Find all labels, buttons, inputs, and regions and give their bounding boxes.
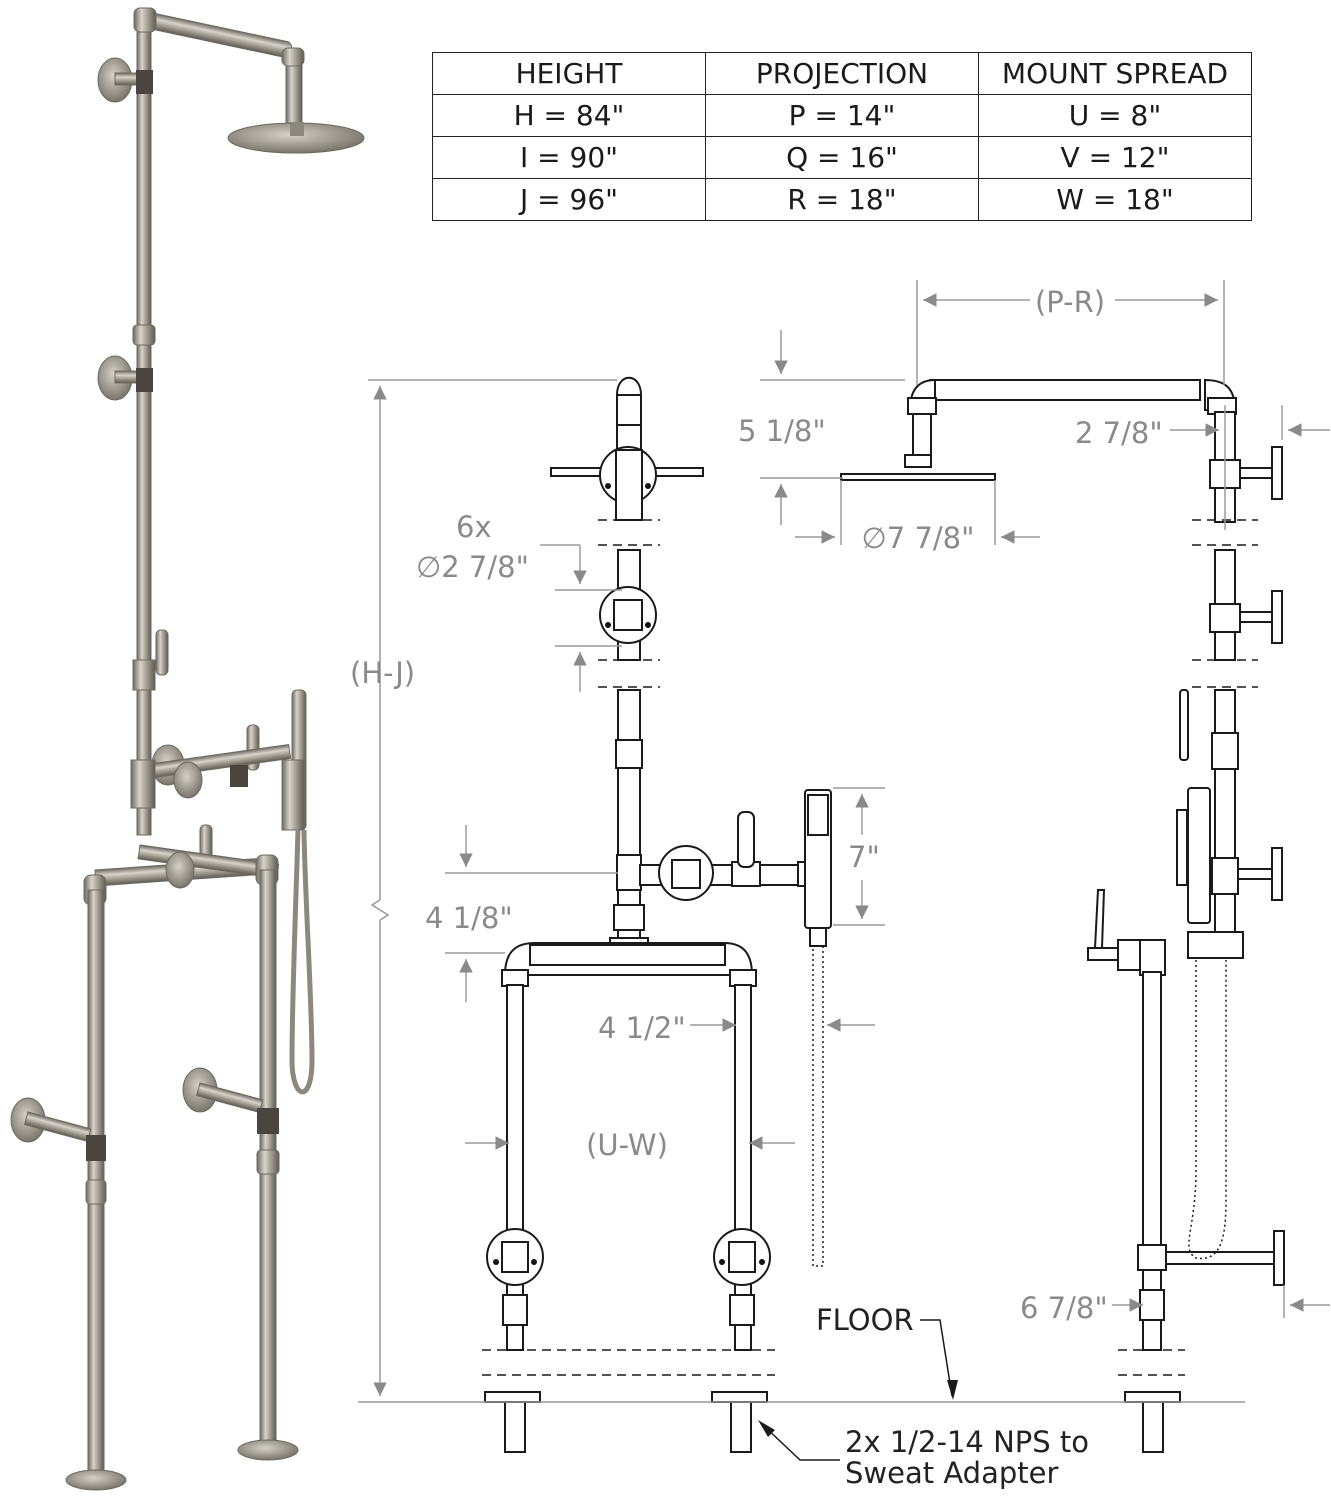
height-dimension: (H-J) [350, 656, 415, 690]
table-cell: W = 18" [978, 178, 1252, 221]
mount-spread-dimension: (U-W) [586, 1128, 668, 1162]
handheld-dimension: 7" [848, 840, 880, 874]
tee-offset-dimension: 4 1/8" [425, 901, 513, 935]
leg-offset-dimension: 4 1/2" [598, 1011, 686, 1045]
table-header-row: HEIGHT PROJECTION MOUNT SPREAD [432, 52, 1252, 95]
floor-label: FLOOR [816, 1303, 914, 1337]
table-cell: V = 12" [978, 136, 1252, 179]
flange-diameter-dimension: ∅2 7/8" [416, 550, 529, 584]
table-cell: I = 90" [432, 136, 706, 179]
flange-offset-bottom-dimension: 6 7/8" [1020, 1291, 1108, 1325]
table-cell: Q = 16" [705, 136, 979, 179]
header-mount-spread: MOUNT SPREAD [978, 52, 1252, 95]
arm-drop-dimension: 5 1/8" [738, 414, 826, 448]
adapter-label-line2: Sweat Adapter [845, 1456, 1058, 1490]
table-cell: H = 84" [432, 94, 706, 137]
table-cell: J = 96" [432, 178, 706, 221]
table-row: H = 84" P = 14" U = 8" [432, 94, 1252, 137]
flange-offset-top-dimension: 2 7/8" [1075, 416, 1163, 450]
header-height: HEIGHT [432, 52, 706, 95]
dimension-table: HEIGHT PROJECTION MOUNT SPREAD H = 84" P… [432, 52, 1252, 221]
projection-dimension: (P-R) [1035, 285, 1105, 319]
dimension-lines [358, 280, 1330, 1461]
table-cell: R = 18" [705, 178, 979, 221]
table-cell: P = 14" [705, 94, 979, 137]
product-render [10, 7, 365, 1491]
table-row: I = 90" Q = 16" V = 12" [432, 136, 1252, 179]
header-projection: PROJECTION [705, 52, 979, 95]
flange-count-label: 6x [456, 510, 492, 544]
table-cell: U = 8" [978, 94, 1252, 137]
head-diameter-dimension: ∅7 7/8" [862, 521, 975, 555]
adapter-label-line1: 2x 1/2-14 NPS to [845, 1425, 1089, 1459]
front-view-drawing [482, 376, 832, 1453]
table-row: J = 96" R = 18" W = 18" [432, 178, 1252, 221]
